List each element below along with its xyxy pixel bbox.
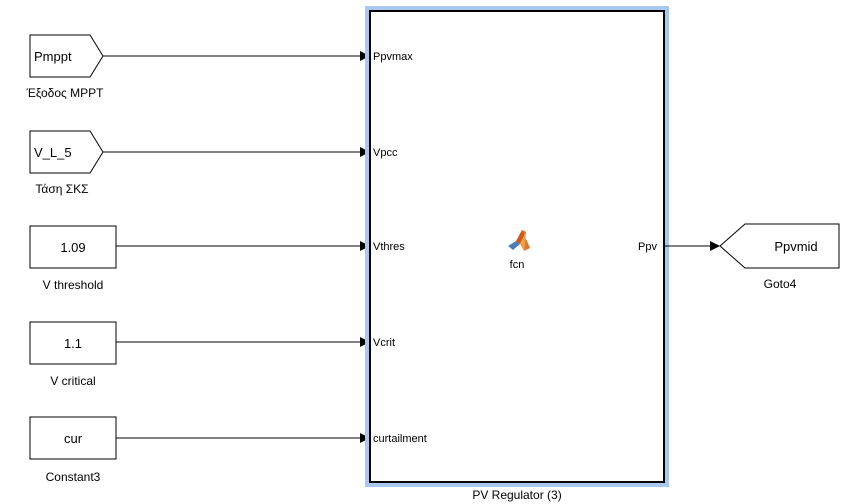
constant-block-vthreshold[interactable]: 1.09: [29, 225, 117, 269]
input-port-label: Ppvmax: [373, 51, 413, 63]
subsystem-caption: PV Regulator (3): [472, 488, 561, 502]
from-block-caption: Έξοδος MPPT: [26, 86, 105, 100]
goto-block-label: Ppvmid: [774, 239, 817, 254]
constant-block-caption: Constant3: [46, 470, 101, 484]
input-port-label: Vpcc: [373, 147, 398, 159]
constant-block-value: cur: [64, 431, 83, 446]
constant-block-caption: V critical: [50, 374, 95, 388]
from-block-label: V_L_5: [34, 145, 72, 160]
constant-block-vcritical[interactable]: 1.1: [29, 321, 117, 365]
goto-block-caption: Goto4: [764, 277, 797, 291]
matlab-logo-icon: [508, 230, 530, 251]
arrow-head: [710, 241, 720, 251]
input-port-label: curtailment: [373, 433, 427, 445]
from-block-vl5[interactable]: V_L_5: [29, 130, 104, 174]
constant-block-cur[interactable]: cur: [29, 416, 117, 460]
output-port-label: Ppv: [638, 241, 657, 253]
input-port-label: Vcrit: [373, 337, 395, 349]
from-block-label: Pmppt: [34, 49, 72, 64]
from-block-pmppt[interactable]: Pmppt: [29, 34, 104, 78]
input-port-label: Vthres: [373, 241, 405, 253]
pv-regulator-block[interactable]: Ppvmax Vpcc Vthres Vcrit curtailment Ppv…: [365, 6, 669, 487]
from-block-caption: Τάση ΣΚΣ: [35, 182, 88, 196]
constant-block-caption: V threshold: [43, 278, 104, 292]
constant-block-value: 1.09: [60, 240, 85, 255]
constant-block-value: 1.1: [64, 336, 82, 351]
function-name: fcn: [510, 259, 525, 271]
goto-block-ppvmid[interactable]: Ppvmid: [719, 223, 840, 269]
